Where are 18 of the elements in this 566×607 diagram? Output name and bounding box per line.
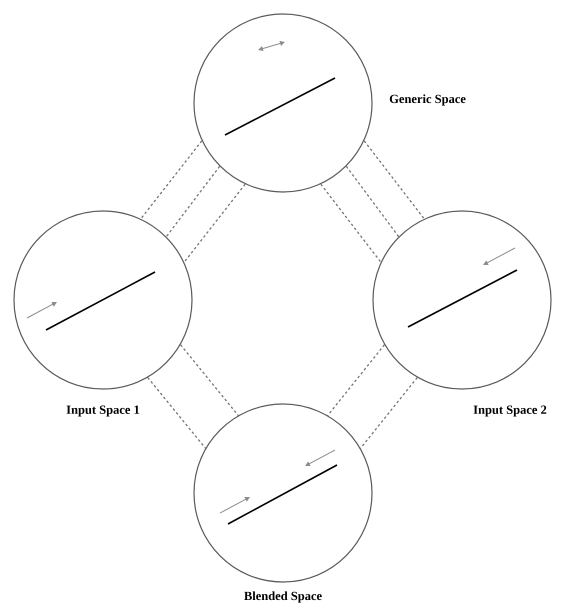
projection-line: [140, 140, 202, 220]
space-label: Generic Space: [390, 94, 466, 106]
projection-line: [364, 140, 425, 220]
space-label: Blended Space: [244, 591, 322, 603]
projection-line: [166, 166, 220, 238]
projection-line: [180, 344, 239, 416]
space-label: Input Space 1: [66, 406, 140, 416]
projection-line: [147, 377, 206, 449]
space-circle: [13, 210, 193, 390]
projection-line: [184, 184, 246, 263]
space-circle: [193, 403, 373, 583]
space-label: Input Space 2: [474, 406, 546, 416]
projection-line: [360, 377, 418, 449]
space-circle: [193, 13, 373, 193]
space-circle: [372, 210, 552, 390]
projection-line: [346, 166, 400, 238]
projection-line: [320, 184, 382, 263]
projection-line: [327, 344, 385, 416]
